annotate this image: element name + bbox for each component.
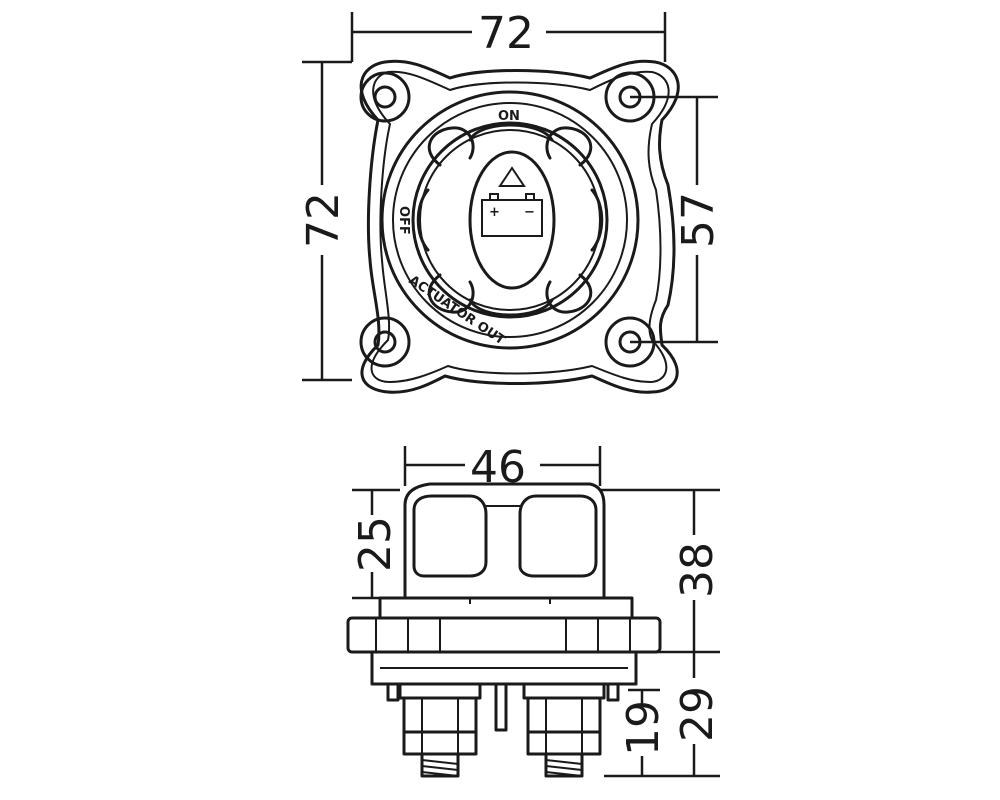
dim-total-upper: 38 [600,488,723,654]
side-view: 46 25 38 29 19 [346,442,723,778]
top-view: + − ON OFF ACTUATOR OUT 72 72 [298,8,724,394]
knob-lobes [416,123,604,317]
flange-outline [359,59,680,394]
dim-lower-label: 29 [672,686,723,742]
collar [378,596,634,620]
dial-outer-ring [380,90,640,350]
mount-hole-top-left [359,71,411,123]
dim-top-height-label: 72 [298,192,349,248]
dim-top-width: 72 [350,8,667,62]
flange-side [346,616,662,654]
dial-ring-2 [392,102,628,338]
dim-knob-width-label: 46 [470,442,526,493]
on-label: ON [498,109,520,124]
center-pin [494,682,508,732]
dim-knob-height-label: 25 [350,516,401,572]
dim-stud: 19 [618,688,669,776]
dim-knob-height: 25 [350,488,401,600]
terminal-right [522,682,606,778]
mount-hole-bottom-left [359,316,411,368]
off-label: OFF [396,206,411,235]
dial-ring-3 [411,121,609,319]
dim-knob-width: 46 [403,442,602,493]
dim-stud-label: 19 [618,700,669,756]
dim-lower: 29 [604,652,723,778]
dim-top-height: 72 [298,60,352,382]
knob-body [403,482,606,600]
arrow-icon [498,166,526,187]
base-side [370,650,638,686]
terminal-left [398,682,482,778]
dim-hole-spacing-label: 57 [673,192,724,248]
dim-total-upper-label: 38 [672,542,723,598]
knob-handle [468,150,556,290]
battery-plus-label: + [489,205,500,220]
knob-lobe-right [518,494,598,578]
dim-hole-spacing: 57 [630,95,724,344]
dial-ring-4 [419,129,601,311]
dim-top-width-label: 72 [478,8,534,59]
knob-lobe-left [412,494,488,578]
battery-minus-label: − [524,205,535,220]
battery-icon: + − [481,193,543,237]
